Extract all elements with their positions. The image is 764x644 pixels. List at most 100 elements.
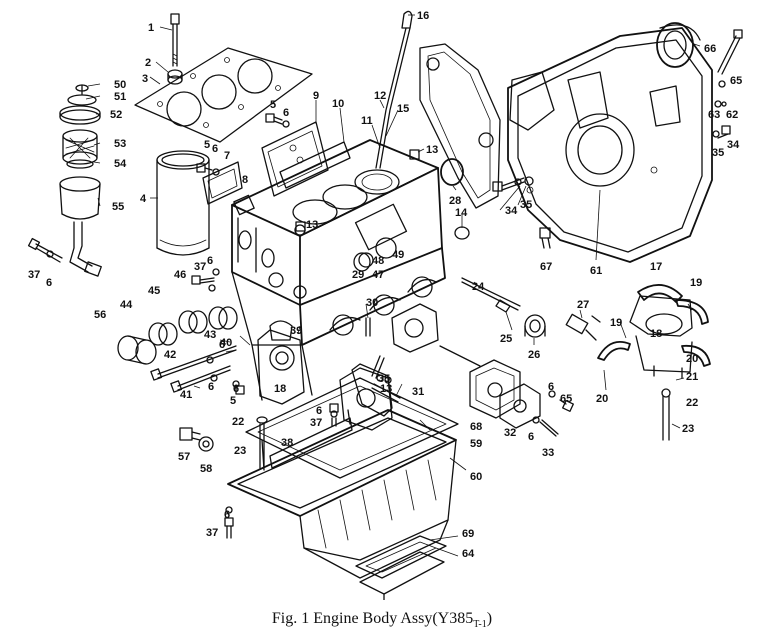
- label-48: 48: [372, 255, 384, 267]
- label-5: 5: [270, 99, 276, 111]
- dipstick: [375, 10, 413, 169]
- label-31: 31: [412, 386, 424, 398]
- label-11: 11: [361, 115, 373, 127]
- side-cover-plates: [202, 121, 351, 216]
- pan-bolts-center: [256, 403, 339, 469]
- label-23: 23: [234, 445, 246, 457]
- label-7: 7: [224, 150, 230, 162]
- oil-strainer-assembly: [59, 84, 102, 277]
- label-6: 6: [46, 277, 52, 289]
- flywheel-housing: [507, 27, 713, 263]
- label-52: 52: [110, 109, 122, 121]
- center-bolts: [365, 317, 401, 403]
- label-5: 5: [230, 395, 236, 407]
- label-6: 6: [316, 405, 322, 417]
- label-37: 37: [28, 269, 40, 281]
- oil-pan-gasket: [245, 377, 459, 479]
- long-bolts-41-42: [150, 345, 237, 393]
- label-59: 59: [470, 438, 482, 450]
- leader-lines: [85, 14, 701, 557]
- label-16: 16: [417, 10, 429, 22]
- pan-bolt: [224, 506, 234, 539]
- label-32: 32: [504, 427, 516, 439]
- label-65: 65: [560, 393, 572, 405]
- label-42: 42: [164, 349, 176, 361]
- cylinder-liner: [156, 150, 210, 256]
- label-67: 67: [540, 261, 552, 273]
- label-6: 6: [219, 339, 225, 351]
- label-49: 49: [392, 249, 404, 261]
- label-15: 15: [397, 103, 409, 115]
- label-55: 55: [112, 201, 124, 213]
- label-38: 38: [281, 437, 293, 449]
- label-6: 6: [528, 431, 534, 443]
- label-6: 6: [212, 143, 218, 155]
- label-23: 23: [682, 423, 694, 435]
- label-18: 18: [650, 328, 662, 340]
- caption-text: Fig. 1 Engine Body Assy(Y385: [271, 610, 474, 627]
- label-58: 58: [200, 463, 212, 475]
- label-10: 10: [332, 98, 344, 110]
- label-6: 6: [207, 255, 213, 267]
- cooler-bolts: [532, 390, 574, 437]
- label-64: 64: [462, 548, 475, 560]
- label-20: 20: [686, 353, 698, 365]
- label-35: 35: [712, 147, 724, 159]
- oil-cooler: [439, 345, 541, 429]
- label-3: 3: [142, 73, 148, 85]
- label-43: 43: [204, 329, 216, 341]
- figure-caption: Fig. 1 Engine Body Assy(Y385T-1): [0, 610, 764, 630]
- label-37: 37: [206, 527, 218, 539]
- label-22: 22: [686, 397, 698, 409]
- small-bolts-top: [196, 113, 290, 395]
- label-21: 21: [686, 371, 698, 383]
- label-2: 2: [145, 57, 151, 69]
- label-44: 44: [120, 299, 133, 311]
- stud-13: [295, 149, 420, 232]
- label-45: 45: [148, 285, 160, 297]
- bolt-34-35: [492, 176, 534, 192]
- label-66: 66: [704, 43, 716, 55]
- label-56: 56: [94, 309, 106, 321]
- bolt-67: [539, 227, 551, 249]
- label-34: 34: [727, 139, 740, 151]
- label-63: 63: [708, 109, 720, 121]
- head-bolt: [167, 13, 183, 85]
- label-47: 47: [372, 269, 384, 281]
- label-69: 69: [462, 528, 474, 540]
- bolts-37-center: [191, 268, 220, 292]
- label-37: 37: [194, 261, 206, 273]
- timing-cover-gasket: [419, 43, 501, 209]
- label-50: 50: [114, 79, 126, 91]
- label-26: 26: [528, 349, 540, 361]
- label-6: 6: [233, 383, 239, 395]
- label-37: 37: [310, 417, 322, 429]
- front-seal-housing: [353, 252, 439, 353]
- label-1: 1: [148, 22, 154, 34]
- caption-close: ): [486, 610, 493, 627]
- label-6: 6: [283, 107, 289, 119]
- label-5: 5: [204, 139, 210, 151]
- label-34: 34: [505, 205, 518, 217]
- label-6: 6: [224, 509, 230, 521]
- label-30: 30: [366, 297, 378, 309]
- oil-pan: [227, 409, 457, 579]
- label-35: 35: [520, 199, 532, 211]
- label-68: 68: [470, 421, 482, 433]
- label-19: 19: [690, 277, 702, 289]
- label-17: 17: [650, 261, 662, 273]
- cylinder-block: [231, 139, 446, 401]
- engine-body-exploded-diagram: 1 2 3 4 5 5 5 6 6 6 6 6 6 6 6 6 6 6 7 8 …: [27, 10, 743, 600]
- label-33: 33: [542, 447, 554, 459]
- label-40: 40: [220, 337, 232, 349]
- label-9: 9: [313, 90, 319, 102]
- bolt-left-side: [27, 237, 63, 263]
- drain-plate: [355, 535, 447, 600]
- label-14: 14: [455, 207, 468, 219]
- label-4: 4: [140, 193, 147, 205]
- oil-seal: [656, 22, 701, 68]
- label-6: 6: [208, 381, 214, 393]
- label-35: 35: [378, 373, 390, 385]
- head-gasket: [134, 47, 313, 143]
- label-29: 29: [352, 269, 364, 281]
